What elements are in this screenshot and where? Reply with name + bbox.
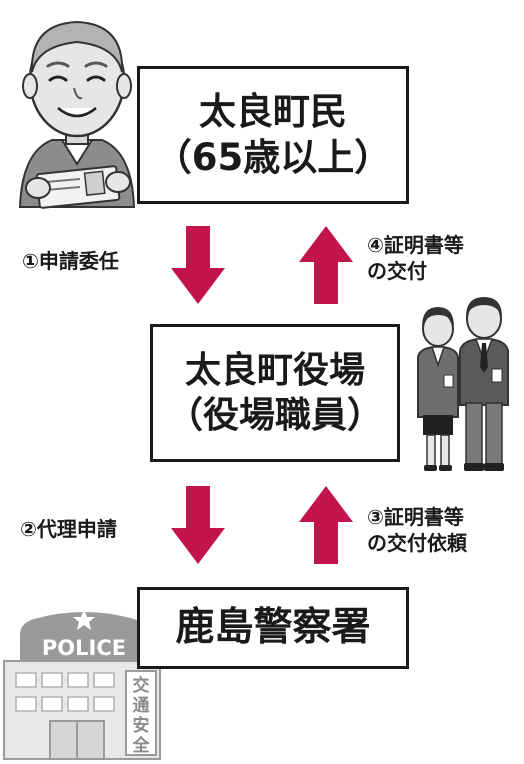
vertical-sign-char-3: 安 [133,715,150,736]
node-town-office: 太良町役場 （役場職員） [150,324,400,462]
arrow-down-icon [171,486,225,564]
node-town-office-title: 太良町役場 [184,350,365,391]
node-police-station: 鹿島警察署 [137,587,409,669]
vertical-sign-char-2: 通 [133,696,150,716]
arrow-up-icon [299,226,353,304]
step-1-text: ①申請委任 [22,249,119,273]
elderly-person-icon [18,20,136,209]
step-2-text: ②代理申請 [20,517,117,541]
arrow-up-icon [299,486,353,564]
node-town-office-subtitle: （役場職員） [166,395,383,436]
node-police-station-title: 鹿島警察署 [175,604,371,650]
step-2-label: ②代理申請 [20,516,117,542]
node-residents-subtitle: （65歳以上） [154,136,392,179]
step-3-text-line2: の交付依頼 [367,531,467,555]
office-staff-icon [417,297,509,471]
police-station-icon: POLICE 交 通 安 全 [3,609,161,760]
arrow-down-icon [171,226,225,304]
step-3-text-line1: ③証明書等 [367,505,464,529]
node-residents: 太良町民 （65歳以上） [137,66,409,204]
police-sign-text: POLICE [42,636,126,660]
step-1-label: ①申請委任 [22,248,119,274]
step-4-label: ④証明書等 の交付 [367,232,464,284]
step-3-label: ③証明書等 の交付依頼 [367,504,467,556]
vertical-sign-char-1: 交 [133,675,150,696]
node-residents-title: 太良町民 [199,89,347,133]
vertical-sign-char-4: 全 [132,735,151,756]
step-4-text-line2: の交付 [367,259,427,283]
step-4-text-line1: ④証明書等 [367,233,464,257]
